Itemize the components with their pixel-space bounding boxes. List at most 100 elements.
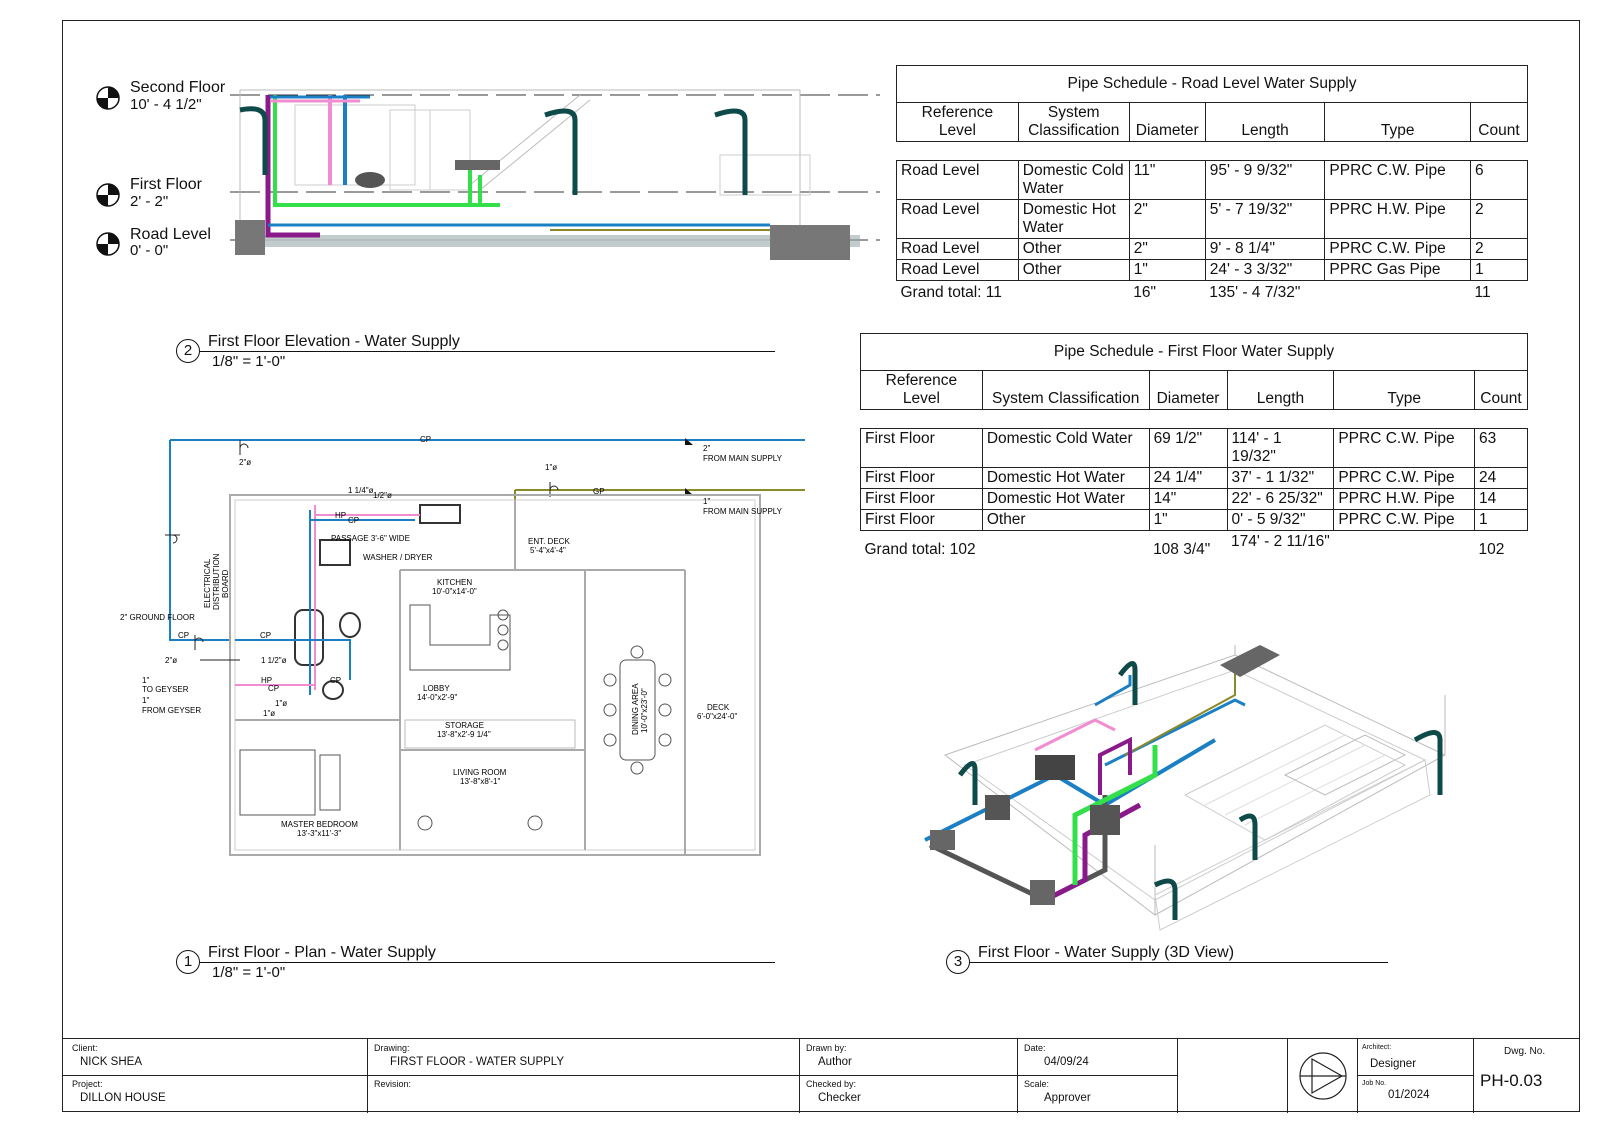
label-d1-2: 1/2"ø xyxy=(373,491,392,500)
job-number: 01/2024 xyxy=(1388,1089,1430,1101)
label-ground-floor: 2" GROUND FLOOR xyxy=(120,613,195,622)
schedule-road-level: Pipe Schedule - Road Level Water Supply … xyxy=(896,65,1529,303)
architect-value: Designer xyxy=(1370,1058,1417,1070)
view-scale-elevation: 1/8" = 1'-0" xyxy=(212,353,286,370)
view-title-elevation[interactable]: First Floor Elevation - Water Supply xyxy=(208,333,460,350)
label-cp-branch: CP xyxy=(348,516,359,525)
label-kitchen: KITCHEN xyxy=(437,578,472,587)
client-name: NICK SHEA xyxy=(80,1056,142,1068)
checked-by: Checker xyxy=(818,1092,861,1104)
label-dining-size: 10'-0"x23'-0" xyxy=(640,688,649,733)
view-number-3: 3 xyxy=(946,950,970,974)
label-electrical: ELECTRICAL xyxy=(203,558,212,608)
label-d1-1-4: 1 1/4"ø xyxy=(348,486,374,495)
label-master-size: 13'-3"x11'-3" xyxy=(297,829,341,838)
view-scale-plan: 1/8" = 1'-0" xyxy=(212,964,286,981)
road-header-system: System Classification xyxy=(1017,102,1130,142)
label-washer: WASHER / DRYER xyxy=(363,553,433,562)
label-main-1: 1" xyxy=(703,497,710,506)
level-elevation-second: 10' - 4 1/2" xyxy=(130,96,202,113)
label-from-geyser-1: 1" xyxy=(142,696,149,705)
label-cp-low: CP xyxy=(268,684,279,693)
first-header-diameter: Diameter xyxy=(1148,370,1228,410)
label-from-geyser: FROM GEYSER xyxy=(142,706,201,715)
tb-blank xyxy=(1178,1039,1288,1113)
label-kitchen-size: 10'-0"x14'-0" xyxy=(432,587,477,596)
road-header-length: Length xyxy=(1204,102,1326,142)
schedule-first-floor: Pipe Schedule - First Floor Water Supply… xyxy=(860,333,1529,560)
label-storage: STORAGE xyxy=(445,721,484,730)
drawing-number: PH-0.03 xyxy=(1480,1071,1543,1090)
view-title-3d[interactable]: First Floor - Water Supply (3D View) xyxy=(978,944,1235,961)
road-header-type: Type xyxy=(1324,102,1471,142)
label-living: LIVING ROOM xyxy=(453,768,507,777)
label-cp-right: CP xyxy=(330,676,341,685)
road-header-count: Count xyxy=(1469,102,1529,142)
label-gp: GP xyxy=(593,487,605,496)
first-header-type: Type xyxy=(1333,370,1475,410)
label-d1-a: 1"ø xyxy=(275,699,287,708)
label-ent-deck: ENT. DECK xyxy=(528,537,570,546)
level-marker-road xyxy=(96,232,120,256)
road-grand-total: Grand total: 11 16" 135' - 4 7/32" 11 xyxy=(900,284,1491,301)
level-name-road: Road Level xyxy=(130,226,211,243)
isometric-3d-view xyxy=(924,645,1447,931)
label-d1-top: 1"ø xyxy=(545,463,557,472)
label-living-size: 13'-8"x8'-1" xyxy=(460,777,500,786)
first-header-system: System Classification xyxy=(981,370,1150,410)
title-block: Client: NICK SHEA Project: DILLON HOUSE … xyxy=(62,1038,1580,1113)
view-number-2: 2 xyxy=(176,339,200,363)
first-header-length: Length xyxy=(1226,370,1335,410)
north-arrow-icon xyxy=(1299,1052,1347,1100)
label-to-geyser-1: 1" xyxy=(142,676,149,685)
label-cp-mid: CP xyxy=(260,631,271,640)
label-lobby-size: 14'-0"x2'-9" xyxy=(417,693,457,702)
level-marker-first xyxy=(96,183,120,207)
label-d2-left: 2"ø xyxy=(165,656,177,665)
level-elevation-first: 2' - 2" xyxy=(130,193,169,210)
label-master: MASTER BEDROOM xyxy=(281,820,358,829)
elevation-drawing xyxy=(230,89,880,260)
tb-drawing-revision: Drawing: FIRST FLOOR - WATER SUPPLY Revi… xyxy=(368,1039,800,1113)
drawn-by: Author xyxy=(818,1056,852,1068)
label-from-main-2: FROM MAIN SUPPLY xyxy=(703,507,783,516)
label-d2-top: 2"ø xyxy=(239,458,251,467)
plan-labels: CP GP 2" FROM MAIN SUPPLY 1" FROM MAIN S… xyxy=(120,435,783,838)
label-passage: PASSAGE 3'-6" WIDE xyxy=(331,534,410,543)
label-cp-main: CP xyxy=(420,435,431,444)
tb-dwg-no: Dwg. No. PH-0.03 xyxy=(1480,1046,1546,1090)
project-name: DILLON HOUSE xyxy=(80,1092,166,1104)
label-d1-1-2: 1 1/2"ø xyxy=(261,656,287,665)
level-name-second: Second Floor xyxy=(130,79,226,96)
label-dining: DINING AREA xyxy=(631,683,640,735)
tb-client-project: Client: NICK SHEA Project: DILLON HOUSE xyxy=(62,1039,368,1113)
view-title-plan[interactable]: First Floor - Plan - Water Supply xyxy=(208,944,436,961)
label-main-2: 2" xyxy=(703,444,710,453)
label-ent-deck-size: 5'-4"x4'-4" xyxy=(530,546,566,555)
tb-date-scale: Date: 04/09/24 Scale: Approver xyxy=(1018,1039,1178,1113)
label-board: BOARD xyxy=(221,569,230,598)
floor-plan-drawing xyxy=(165,438,805,856)
schedule-first-title: Pipe Schedule - First Floor Water Supply xyxy=(860,333,1528,371)
first-header-count: Count xyxy=(1473,370,1529,410)
level-marker-second xyxy=(96,86,120,110)
view-number-1: 1 xyxy=(176,950,200,974)
label-deck-size: 6'-0"x24'-0" xyxy=(697,712,737,721)
label-d1-b: 1"ø xyxy=(263,709,275,718)
level-name-first: First Floor xyxy=(130,176,202,193)
label-from-main-1: FROM MAIN SUPPLY xyxy=(703,454,783,463)
tb-architect-job: Architect: Designer Job No. 01/2024 xyxy=(1358,1039,1474,1113)
label-lobby: LOBBY xyxy=(423,684,450,693)
level-elevation-road: 0' - 0" xyxy=(130,242,169,259)
label-distribution: DISTRIBUTION xyxy=(212,553,221,610)
label-hp: HP xyxy=(335,511,346,520)
label-deck: DECK xyxy=(707,703,730,712)
tb-logo xyxy=(1288,1039,1358,1113)
